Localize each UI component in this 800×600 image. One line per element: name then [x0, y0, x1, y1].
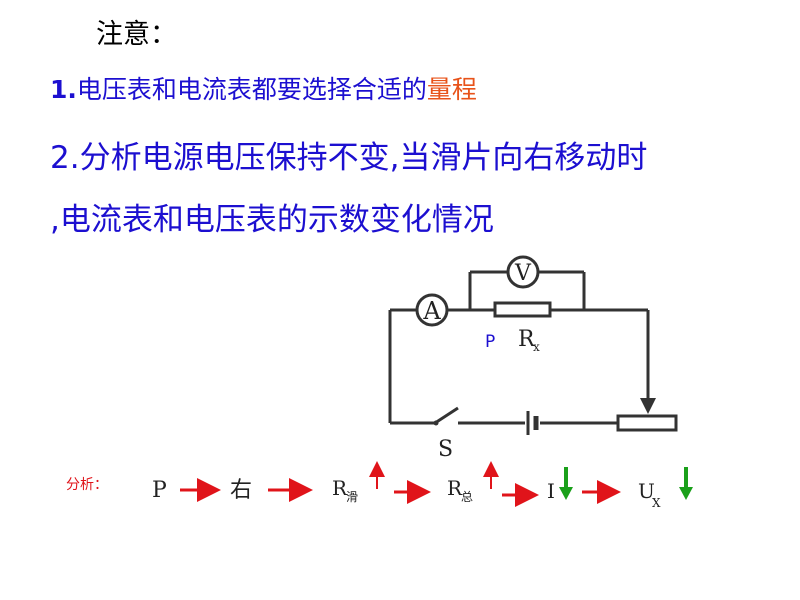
point-1-number: 1.: [50, 75, 77, 104]
arrow-down-green: [559, 467, 573, 500]
resistor-rx: [493, 301, 552, 318]
analysis-r-total-sub: 总: [461, 490, 473, 504]
arrow-down-green: [679, 467, 693, 500]
slider-arrow: [640, 398, 656, 414]
voltmeter-label: V: [514, 261, 532, 286]
analysis-label: 分析：: [66, 477, 108, 493]
point-1: 1.电压表和电流表都要选择合适的量程: [50, 70, 477, 106]
voltmeter: V: [506, 255, 540, 289]
resistor-subscript: x: [533, 340, 540, 354]
analysis-p: P: [152, 478, 167, 503]
analysis-ux: U: [638, 479, 655, 503]
analysis-r-slide: R: [332, 476, 348, 500]
point-1-text: 电压表和电流表都要选择合适的: [76, 75, 427, 104]
analysis-right: 右: [230, 478, 252, 503]
ammeter-label: A: [422, 297, 441, 325]
resistor-label: R: [518, 327, 536, 352]
analysis-chain: 分析： P 右 R 滑 R 总 I U X: [66, 461, 693, 510]
point-2-line-2: ,电流表和电压表的示数变化情况: [50, 202, 494, 238]
point-2-line-1: 2.分析电源电压保持不变,当滑片向右移动时: [50, 140, 648, 176]
rheostat: [616, 414, 678, 432]
circuit-diagram: A V P R x S: [388, 255, 678, 462]
analysis-current: I: [547, 479, 555, 503]
battery: [526, 411, 539, 435]
ammeter: A: [415, 293, 449, 327]
point-1-highlight: 量程: [426, 75, 477, 104]
analysis-r-total: R: [447, 476, 463, 500]
slider-label: P: [485, 332, 495, 352]
note-title: 注意：: [96, 19, 177, 50]
analysis-ux-sub: X: [652, 496, 661, 510]
switch-label: S: [438, 437, 453, 462]
switch: [433, 406, 459, 426]
analysis-r-slide-sub: 滑: [346, 490, 358, 504]
